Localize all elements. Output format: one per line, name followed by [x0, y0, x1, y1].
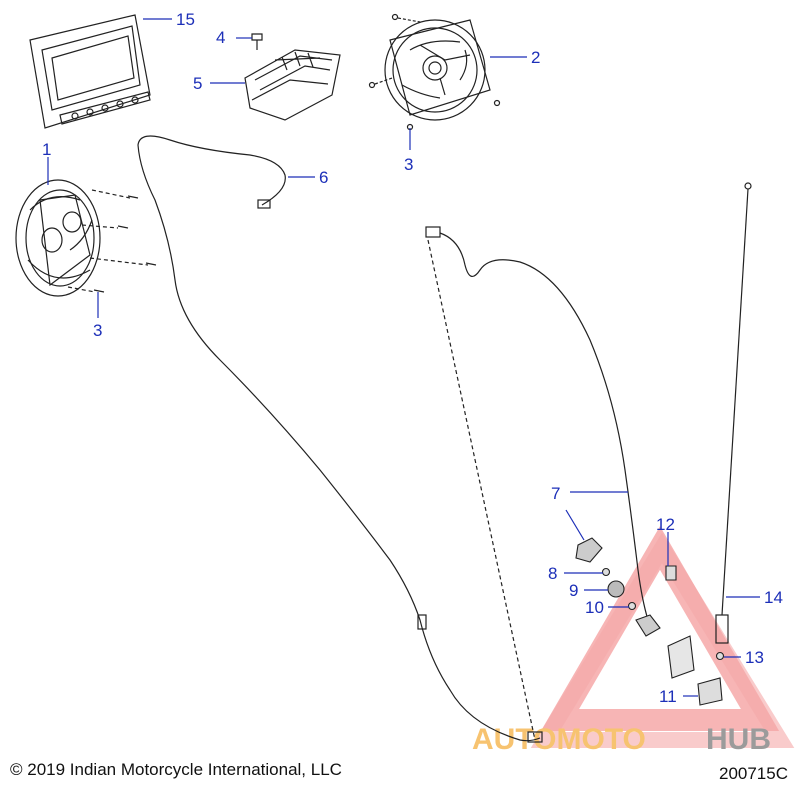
callout-1: 1 [42, 140, 51, 159]
watermark-text-automoto: AUTOMOTO [472, 723, 646, 756]
leader-lines [47, 18, 760, 697]
callout-12: 12 [656, 515, 675, 534]
callout-6: 6 [319, 168, 328, 187]
speaker-upper [368, 13, 501, 131]
copyright-notice: © 2019 Indian Motorcycle International, … [10, 760, 342, 779]
callout-3-lower: 3 [93, 321, 102, 340]
callout-11: 11 [659, 687, 677, 706]
figure-id: 200715C [718, 764, 788, 783]
speaker-left [15, 179, 157, 297]
screw-4 [251, 33, 263, 50]
display-unit [29, 14, 151, 129]
callout-7: 7 [551, 484, 560, 503]
callout-9: 9 [569, 581, 578, 600]
watermark-logo: AUTOMOTO HUB [472, 526, 795, 756]
callout-14: 14 [764, 588, 783, 607]
callout-5: 5 [193, 74, 202, 93]
callout-13: 13 [745, 648, 764, 667]
cable-harness-6 [137, 135, 543, 743]
callout-4: 4 [216, 28, 225, 47]
antenna-mount-parts [575, 537, 725, 706]
callout-10: 10 [585, 598, 604, 617]
callouts: 15 4 5 2 3 1 3 6 7 12 8 9 10 14 13 11 [42, 10, 783, 706]
antenna-mast-14 [715, 182, 752, 644]
watermark-text-hub: HUB [706, 723, 771, 756]
callout-3-upper: 3 [404, 155, 413, 174]
callout-2: 2 [531, 48, 540, 67]
callout-8: 8 [548, 564, 557, 583]
callout-15: 15 [176, 10, 195, 29]
antenna-cable-7 [425, 226, 649, 741]
amplifier-module [244, 49, 341, 121]
